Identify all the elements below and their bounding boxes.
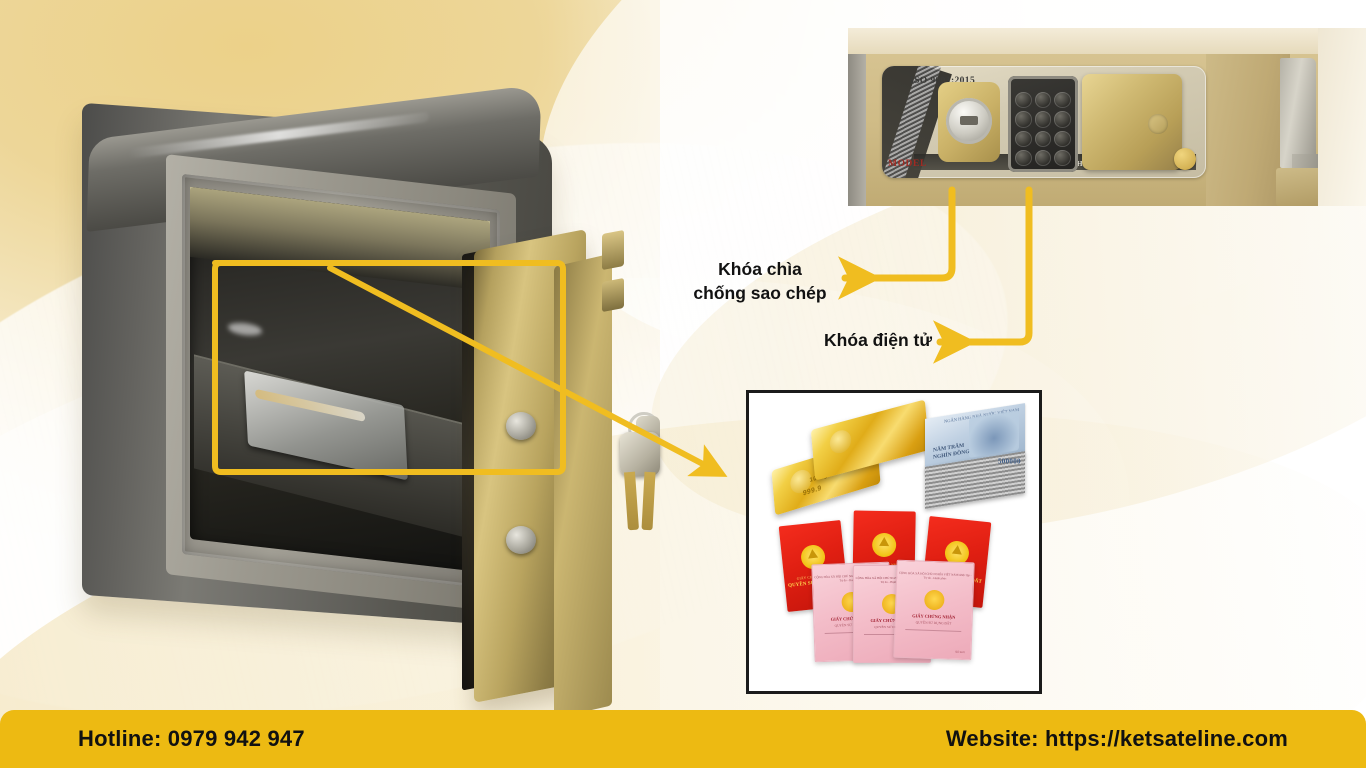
valuables-photo: 1000g 999.9 NGÂN HÀNG NHÀ NƯỚC VIỆT NAM … — [746, 390, 1042, 694]
safe-control-panel-photo: ISO 9001:2015 MODEL KOREA TECHNOLOGY — [848, 28, 1366, 206]
national-emblem-icon — [871, 532, 897, 558]
key-blade-right — [641, 471, 656, 531]
keypad-key[interactable] — [1015, 130, 1032, 147]
safe-door-bolt-lower — [506, 526, 536, 554]
key-lock-cylinder — [946, 98, 992, 144]
keypad-key[interactable] — [1034, 92, 1052, 109]
keypad-key[interactable] — [1054, 149, 1071, 166]
keypad-key[interactable] — [1034, 111, 1052, 128]
keypad-key[interactable] — [1034, 130, 1052, 147]
model-label: MODEL — [888, 159, 927, 169]
pink-doc-header: CỘNG HÒA XÃ HỘI CHỦ NGHĨA VIỆT NAM\nĐộc … — [855, 576, 929, 585]
key-lock-housing — [938, 82, 1000, 162]
national-emblem-icon — [924, 589, 945, 611]
pink-doc-title: GIẤY CHỨNG NHẬN — [870, 618, 914, 623]
safe-handle — [1082, 74, 1182, 170]
electronic-keypad — [1008, 76, 1078, 172]
panel-faceplate: ISO 9001:2015 MODEL KOREA TECHNOLOGY — [882, 66, 1206, 178]
keypad-key[interactable] — [1034, 149, 1052, 166]
pink-doc-divider — [864, 634, 920, 635]
pink-doc-subtitle: QUYỀN SỬ DỤNG ĐẤT — [915, 620, 952, 626]
safe-interior-cavity — [190, 186, 490, 574]
key-blade-left — [623, 471, 640, 531]
key-head-front — [620, 432, 660, 476]
keypad-key[interactable] — [1054, 130, 1071, 147]
gold-bar-seal-icon — [828, 427, 853, 456]
keypad-key[interactable] — [1015, 149, 1032, 166]
annotation-key-lock-line2: chống sao chép — [693, 282, 827, 303]
panel-top-strip — [848, 28, 1366, 54]
keypad-key[interactable] — [1015, 111, 1032, 128]
panel-left-edge — [848, 54, 866, 206]
annotation-key-lock: Khóa chìa chống sao chép — [676, 258, 844, 305]
safe-door-hinge-lower — [602, 277, 624, 313]
panel-hinge-upper — [1280, 58, 1316, 168]
pink-doc-divider — [905, 629, 962, 632]
safe-keys — [618, 412, 664, 542]
handle-pivot-dot — [1148, 114, 1168, 134]
annotation-electronic-lock: Khóa điện tử — [786, 329, 932, 353]
annotation-key-lock-line1: Khóa chìa — [718, 259, 802, 279]
pink-doc-header: CỘNG HÒA XÃ HỘI CHỦ NGHĨA VIỆT NAM\nĐộc … — [898, 570, 972, 581]
main-safe-photo — [82, 84, 702, 719]
panel-dial — [1092, 154, 1115, 172]
land-certificate-pink: CỘNG HÒA XÃ HỘI CHỦ NGHĨA VIỆT NAM\nĐộc … — [893, 559, 975, 661]
banknote-artwork — [969, 410, 1019, 458]
footer-hotline: Hotline: 0979 942 947 — [78, 726, 305, 751]
pink-doc-subtitle: QUYỀN SỬ DỤNG ĐẤT — [874, 625, 910, 629]
safe-door-edge-panel — [554, 253, 612, 719]
keypad-key[interactable] — [1054, 111, 1071, 128]
keypad-key[interactable] — [1054, 92, 1071, 109]
banknote-denomination: 500000 — [998, 457, 1021, 466]
iso-certification-label: ISO 9001:2015 — [910, 76, 976, 86]
panel-dial — [1120, 154, 1143, 172]
safe-door-bolt-upper — [506, 412, 536, 440]
pink-doc-footer: Số seri — [955, 649, 965, 655]
safe-door-hinge-upper — [602, 229, 624, 271]
footer-website[interactable]: Website: https://ketsateline.com — [945, 726, 1288, 751]
keyhole-icon — [960, 116, 978, 125]
quality-seal-icon — [1174, 148, 1196, 170]
panel-indicator-dials — [1092, 154, 1170, 172]
keypad-key[interactable] — [1015, 92, 1032, 109]
panel-dial — [1147, 154, 1170, 172]
keypad-grid — [1015, 92, 1071, 166]
panel-background-right — [1318, 28, 1366, 206]
safe-interior-highlight-spot — [228, 321, 262, 338]
annotation-electronic-lock-line1: Khóa điện tử — [824, 330, 932, 350]
contact-footer-bar: Hotline: 0979 942 947 Website: https://k… — [0, 710, 1366, 768]
